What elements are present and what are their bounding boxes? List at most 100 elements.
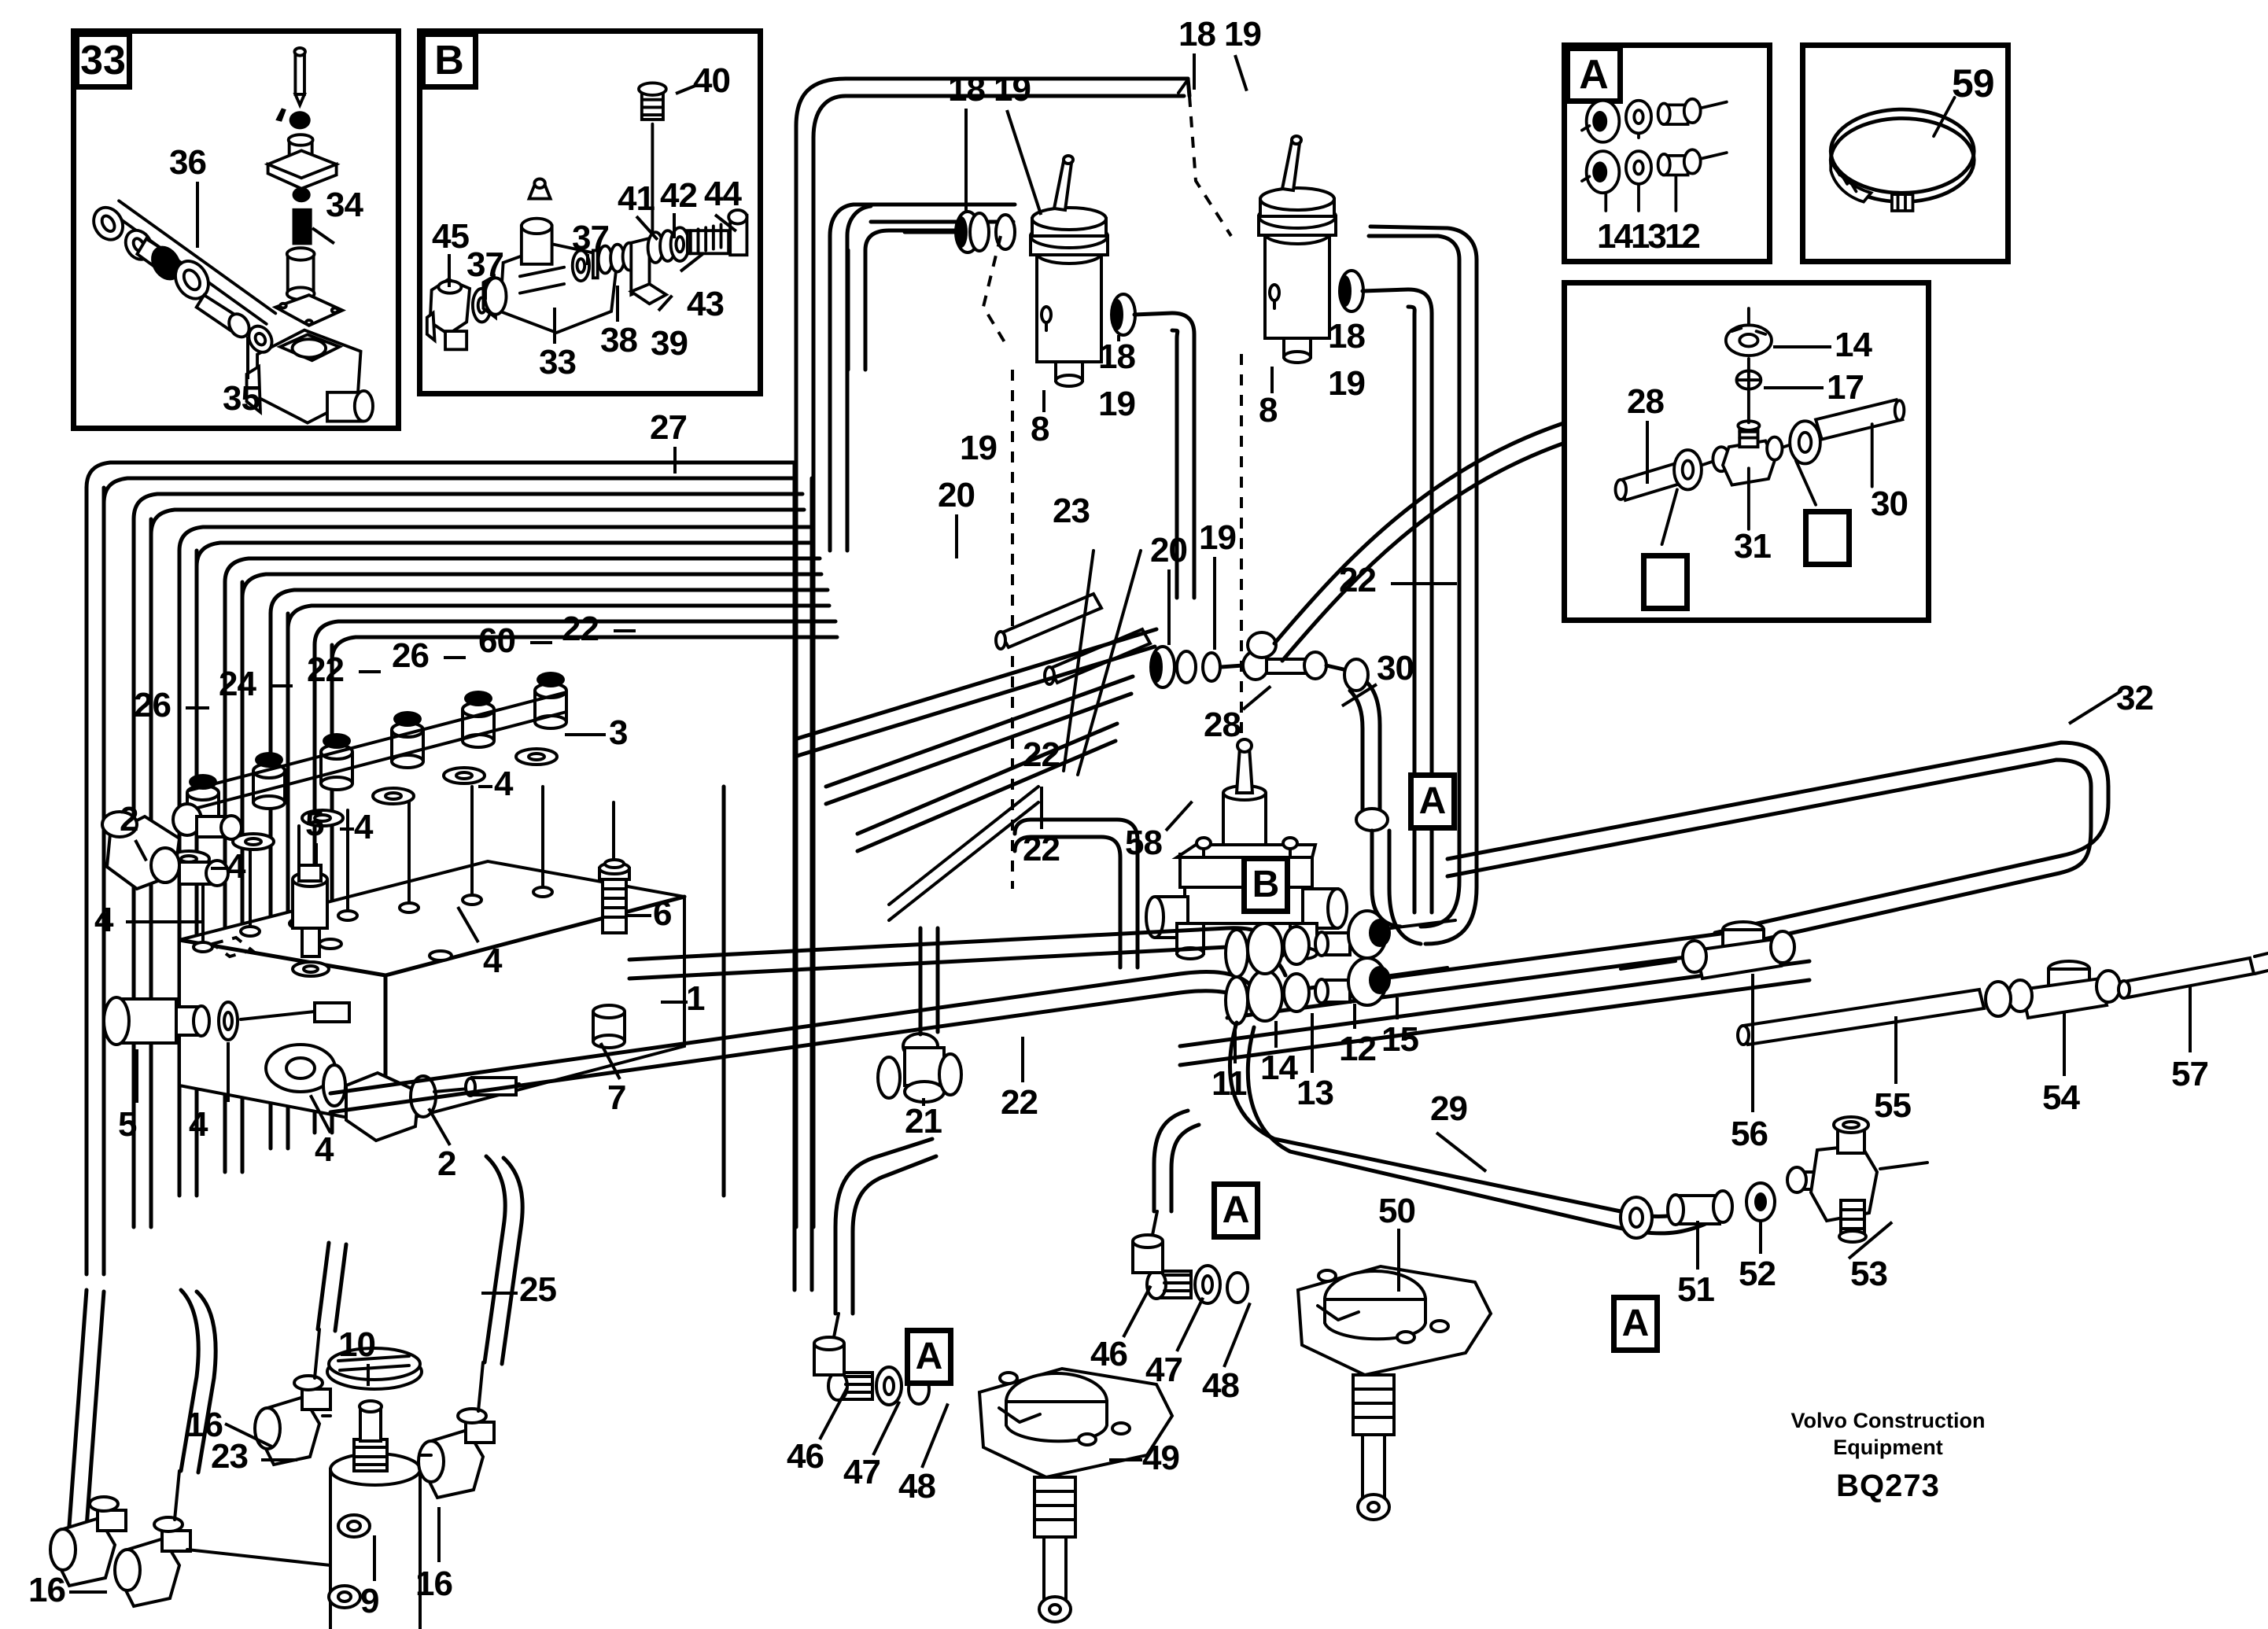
leader-20-midzone bbox=[955, 514, 958, 558]
manifold-studs bbox=[192, 785, 625, 953]
callout-28-center: 28 bbox=[1204, 706, 1241, 744]
leader-32 bbox=[2067, 689, 2122, 725]
leader-4-a bbox=[211, 867, 227, 870]
callout-22-lowercenter: 22 bbox=[1001, 1083, 1038, 1122]
callout-9: 9 bbox=[360, 1582, 380, 1620]
callout-16-b: 16 bbox=[28, 1571, 66, 1609]
leader-27 bbox=[673, 447, 677, 474]
callout-25: 25 bbox=[519, 1270, 557, 1309]
callout-21: 21 bbox=[905, 1102, 942, 1141]
callout-7: 7 bbox=[607, 1078, 627, 1117]
detail-B-art bbox=[425, 81, 749, 352]
detail-tee-flag-A-right bbox=[1803, 509, 1852, 567]
callout-3: 3 bbox=[609, 713, 629, 752]
rails-22 bbox=[792, 627, 1159, 922]
flag-A-pedal-left: A bbox=[905, 1328, 953, 1386]
leader-22-lowercenter bbox=[1021, 1037, 1024, 1082]
leader-16-c bbox=[437, 1507, 441, 1562]
callout-5-b: 5 bbox=[118, 1105, 138, 1144]
valve-left-8 bbox=[1029, 154, 1109, 388]
cross-fitting-53 bbox=[1619, 1115, 1929, 1244]
detail-box-33: 33 bbox=[71, 28, 401, 431]
leader-18-top bbox=[1193, 53, 1196, 90]
leader-21 bbox=[922, 1098, 925, 1106]
leader-42 bbox=[673, 213, 676, 238]
leader-8-left bbox=[1042, 390, 1045, 412]
detail-tee-flag-A-left bbox=[1641, 553, 1690, 611]
callout-46-right: 46 bbox=[1090, 1335, 1128, 1373]
callout-13-lower: 13 bbox=[1296, 1074, 1334, 1112]
detail-B-callout-33: 33 bbox=[539, 343, 577, 381]
callout-53: 53 bbox=[1850, 1255, 1888, 1293]
leader-12-lower bbox=[1353, 1004, 1356, 1029]
elbow-2-lower bbox=[264, 1043, 521, 1143]
callout-22-lower1: 22 bbox=[1023, 735, 1060, 774]
leader-2-upper bbox=[134, 839, 148, 862]
fitting-7 bbox=[592, 1004, 626, 1049]
leader-26-b bbox=[444, 656, 466, 659]
callout-56: 56 bbox=[1731, 1115, 1768, 1153]
callout-16-c: 16 bbox=[415, 1565, 453, 1603]
detail-33-art bbox=[92, 46, 374, 425]
leader-25 bbox=[481, 1292, 518, 1295]
leader-15 bbox=[1396, 997, 1399, 1019]
callout-4-f: 4 bbox=[315, 1130, 334, 1169]
leader-22-manifold-a bbox=[359, 670, 381, 673]
leader-45 bbox=[448, 254, 451, 287]
leader-4-e bbox=[456, 905, 480, 943]
leader-24 bbox=[271, 684, 293, 687]
detail-33-callout-35: 35 bbox=[223, 379, 260, 418]
detail-A-art bbox=[1580, 97, 1728, 212]
right-pipe-section bbox=[1445, 740, 2268, 1047]
detail-B-callout-37a: 37 bbox=[467, 245, 504, 284]
callout-32: 32 bbox=[2116, 679, 2154, 717]
callout-48-left: 48 bbox=[898, 1467, 936, 1506]
callout-48-right: 48 bbox=[1202, 1366, 1240, 1405]
leader-20-center bbox=[1167, 569, 1171, 645]
leader-47-right bbox=[1175, 1296, 1205, 1352]
callout-27: 27 bbox=[650, 408, 688, 447]
leader-4-f bbox=[308, 1094, 332, 1133]
footer-company-line2: Equipment bbox=[1833, 1435, 1943, 1459]
detail-B-callout-38: 38 bbox=[600, 321, 638, 359]
flag-A-center-right: A bbox=[1408, 772, 1457, 831]
detail-tee-art bbox=[1613, 307, 1906, 547]
leader-3 bbox=[565, 733, 606, 736]
flag-A-lower-right: A bbox=[1611, 1295, 1660, 1353]
callout-14-lower: 14 bbox=[1260, 1049, 1298, 1087]
leader-13-lower bbox=[1311, 1013, 1314, 1073]
callout-4-g: 4 bbox=[189, 1105, 208, 1144]
callout-12-lower: 12 bbox=[1339, 1030, 1377, 1068]
callout-30-center: 30 bbox=[1377, 649, 1414, 687]
callout-22-manifold-b: 22 bbox=[562, 610, 599, 648]
callout-19-center: 19 bbox=[1199, 518, 1237, 557]
leader-18-midleft bbox=[964, 109, 968, 212]
leader-16-b bbox=[69, 1590, 107, 1594]
leader-48-right bbox=[1223, 1302, 1252, 1368]
detail-B-callout-45: 45 bbox=[432, 217, 470, 256]
footer-block: Volvo Construction Equipment BQ273 bbox=[1723, 1408, 2053, 1506]
callout-52: 52 bbox=[1739, 1255, 1776, 1293]
detail-box-A-tag: A bbox=[1565, 46, 1623, 104]
hose-bundle-upper bbox=[84, 460, 839, 1277]
detail-B-callout-43: 43 bbox=[687, 285, 725, 323]
leader-55 bbox=[1894, 1016, 1897, 1084]
leader-48-left bbox=[920, 1402, 950, 1469]
leader-29 bbox=[1435, 1131, 1488, 1173]
leader-19-top bbox=[1234, 54, 1248, 92]
callout-19-midleft: 19 bbox=[994, 70, 1031, 109]
leader-47-left bbox=[872, 1400, 902, 1456]
leader-tee-28 bbox=[1646, 421, 1649, 484]
detail-box-B-tag: B bbox=[420, 31, 478, 90]
leader-14-lower bbox=[1274, 1021, 1278, 1048]
detail-tee-callout-28: 28 bbox=[1627, 382, 1665, 421]
callout-29: 29 bbox=[1430, 1089, 1468, 1128]
detail-33-callout-36: 36 bbox=[169, 143, 207, 182]
callout-26-b: 26 bbox=[392, 636, 430, 675]
callout-58: 58 bbox=[1125, 824, 1163, 862]
callout-8-left: 8 bbox=[1031, 410, 1050, 448]
callout-50: 50 bbox=[1378, 1192, 1416, 1230]
detail-B-callout-42: 42 bbox=[660, 176, 698, 215]
callout-22-manifold-a: 22 bbox=[307, 650, 345, 689]
